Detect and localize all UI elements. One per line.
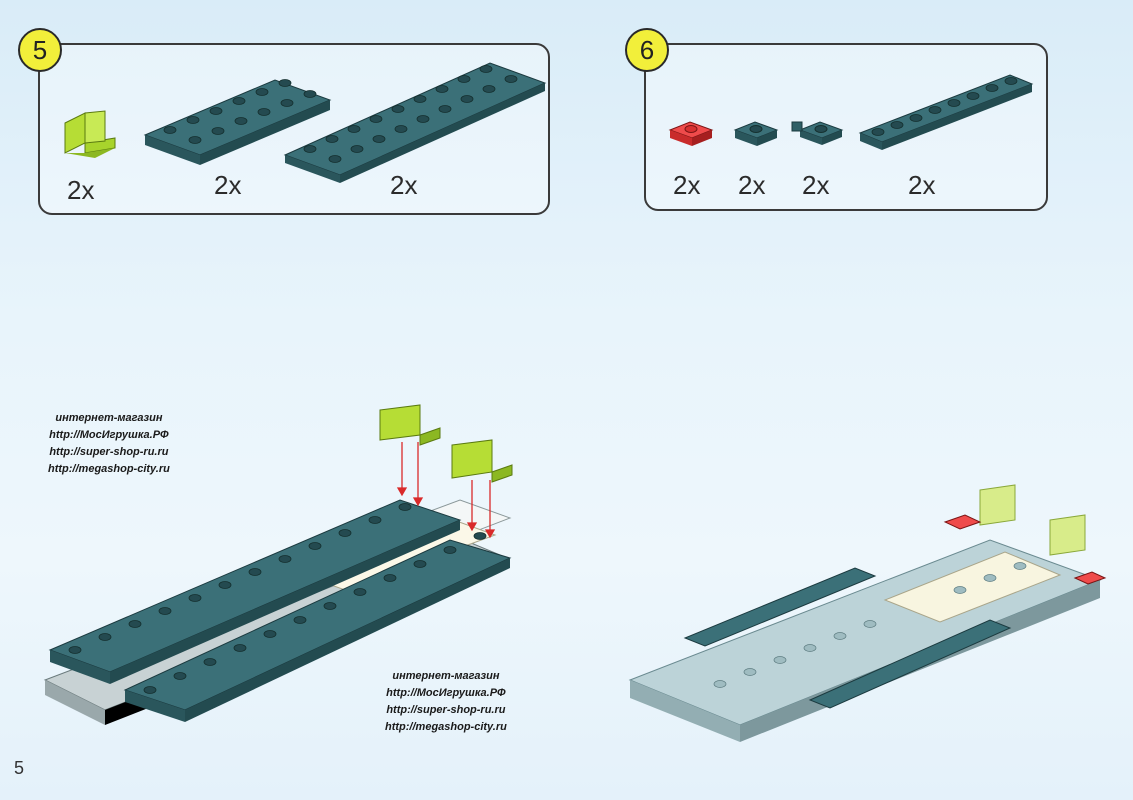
dark-teal-plate-2x10-icon (283, 62, 547, 183)
dark-teal-plate-1x1-icon (733, 121, 779, 146)
watermark-line: http://МосИгрушка.РФ (386, 687, 506, 699)
step-6-panel (644, 43, 1048, 211)
lime-bracket-icon (64, 110, 116, 158)
step-6-qty-4: 2x (908, 170, 936, 200)
watermark-line: интернет-магазин (392, 670, 500, 682)
step-5-qty-1: 2x (67, 175, 95, 205)
step-6-qty-2: 2x (738, 170, 766, 200)
watermark-line: интернет-магазин (55, 412, 163, 424)
dark-teal-clip-plate-icon (791, 121, 844, 145)
red-plate-1x1-icon (668, 121, 714, 146)
step-5-assembly-illustration (43, 404, 513, 725)
step-5-qty-3: 2x (390, 170, 418, 200)
watermark-line: http://super-shop-ru.ru (386, 704, 506, 716)
page-number: 5 (14, 758, 25, 778)
watermark-line: http://super-shop-ru.ru (49, 446, 169, 458)
watermark-line: http://megashop-city.ru (48, 463, 170, 475)
dark-teal-plate-2x6-icon (143, 79, 332, 165)
step-6-qty-1: 2x (673, 170, 701, 200)
watermark-line: http://megashop-city.ru (385, 721, 507, 733)
step-5-qty-2: 2x (214, 170, 242, 200)
dark-teal-plate-1x8-icon (858, 74, 1034, 150)
watermark-center: интернет-магазин http://МосИгрушка.РФ ht… (385, 668, 507, 736)
step-6-assembly-illustration (628, 484, 1107, 742)
watermark-line: http://МосИгрушка.РФ (49, 429, 169, 441)
step-6-badge: 6 (625, 28, 669, 72)
watermark-left: интернет-магазин http://МосИгрушка.РФ ht… (48, 410, 170, 478)
step-5-badge: 5 (18, 28, 62, 72)
step-5-panel (38, 43, 550, 215)
step-6-qty-3: 2x (802, 170, 830, 200)
